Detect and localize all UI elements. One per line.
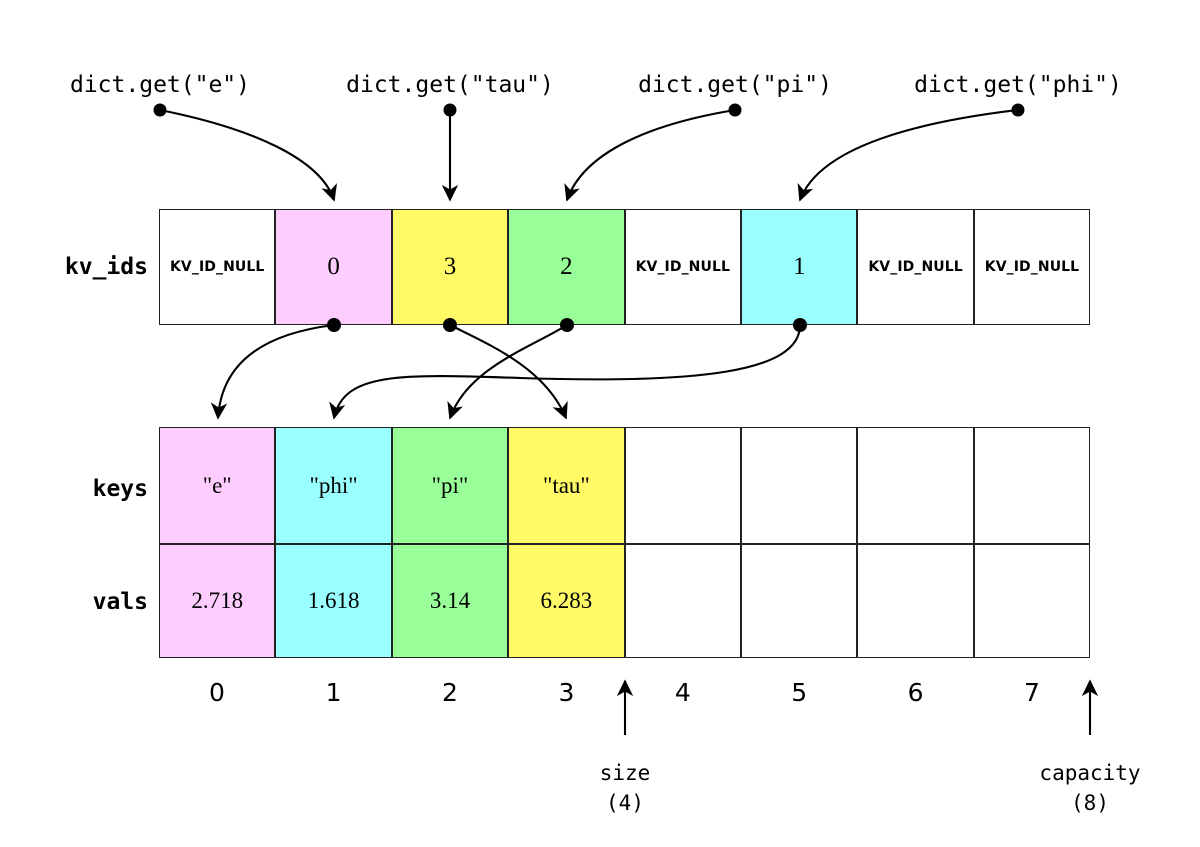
keys-cell-1[interactable]: "phi" <box>275 427 392 544</box>
kv-ids-cell-1[interactable]: 0 <box>275 209 392 325</box>
kv-ids-cell-5[interactable]: 1 <box>741 209 858 325</box>
kv-ids-cell-4[interactable]: KV_ID_NULL <box>624 209 741 325</box>
index-label-6: 6 <box>907 678 924 707</box>
index-label-3: 3 <box>558 678 575 707</box>
index-label-7: 7 <box>1024 678 1040 707</box>
link-slot5-to-key1 <box>329 318 807 420</box>
keys-cell-5[interactable] <box>741 427 858 544</box>
vals-cell-6[interactable] <box>857 544 974 658</box>
link-slot3-to-key2 <box>447 318 574 420</box>
kv-ids-cell-7[interactable]: KV_ID_NULL <box>973 209 1091 325</box>
kv-ids-cell-3[interactable]: 2 <box>508 209 625 325</box>
index-label-5: 5 <box>791 678 808 707</box>
keys-cell-7[interactable] <box>973 427 1091 544</box>
vals-cell-4[interactable] <box>624 544 741 658</box>
size-annotation-label: size <box>599 761 651 785</box>
keys-cell-3[interactable]: "tau" <box>508 427 625 544</box>
call-arrow-get-pi <box>564 103 742 202</box>
capacity-annotation-label: capacity <box>1039 761 1141 785</box>
keys-cell-6[interactable] <box>857 427 974 544</box>
index-label-4: 4 <box>674 678 691 707</box>
vals-cell-3[interactable]: 6.283 <box>508 544 625 658</box>
kv-ids-cell-2[interactable]: 3 <box>391 209 509 325</box>
row-label-kv-ids: kv_ids <box>64 254 148 280</box>
capacity-annotation-value: (8) <box>1071 791 1109 815</box>
kv-ids-cell-0[interactable]: KV_ID_NULL <box>159 209 276 325</box>
vals-cell-1[interactable]: 1.618 <box>275 544 392 658</box>
call-label-get-phi: dict.get("phi") <box>914 72 1122 98</box>
link-slot1-to-key0 <box>210 318 341 420</box>
vals-cell-7[interactable] <box>973 544 1091 658</box>
call-label-get-pi: dict.get("pi") <box>638 72 832 98</box>
vals-cell-5[interactable] <box>741 544 858 658</box>
call-arrow-get-tau <box>441 103 459 202</box>
call-arrow-get-phi <box>797 103 1025 202</box>
keys-cell-4[interactable] <box>624 427 741 544</box>
keys-cell-0[interactable]: "e" <box>159 427 276 544</box>
call-label-get-e: dict.get("e") <box>69 72 251 98</box>
keys-cell-2[interactable]: "pi" <box>391 427 509 544</box>
vals-cell-0[interactable]: 2.718 <box>159 544 276 658</box>
link-slot2-to-key3 <box>443 318 568 420</box>
call-arrow-get-e <box>153 103 337 202</box>
size-annotation-value: (4) <box>606 791 644 815</box>
call-label-get-tau: dict.get("tau") <box>346 72 554 98</box>
index-label-0: 0 <box>209 678 225 707</box>
row-label-keys: keys <box>92 476 148 502</box>
index-label-2: 2 <box>442 678 458 707</box>
vals-cell-2[interactable]: 3.14 <box>391 544 509 658</box>
index-label-1: 1 <box>325 678 342 707</box>
kv-ids-cell-6[interactable]: KV_ID_NULL <box>857 209 974 325</box>
row-label-vals: vals <box>92 589 148 615</box>
